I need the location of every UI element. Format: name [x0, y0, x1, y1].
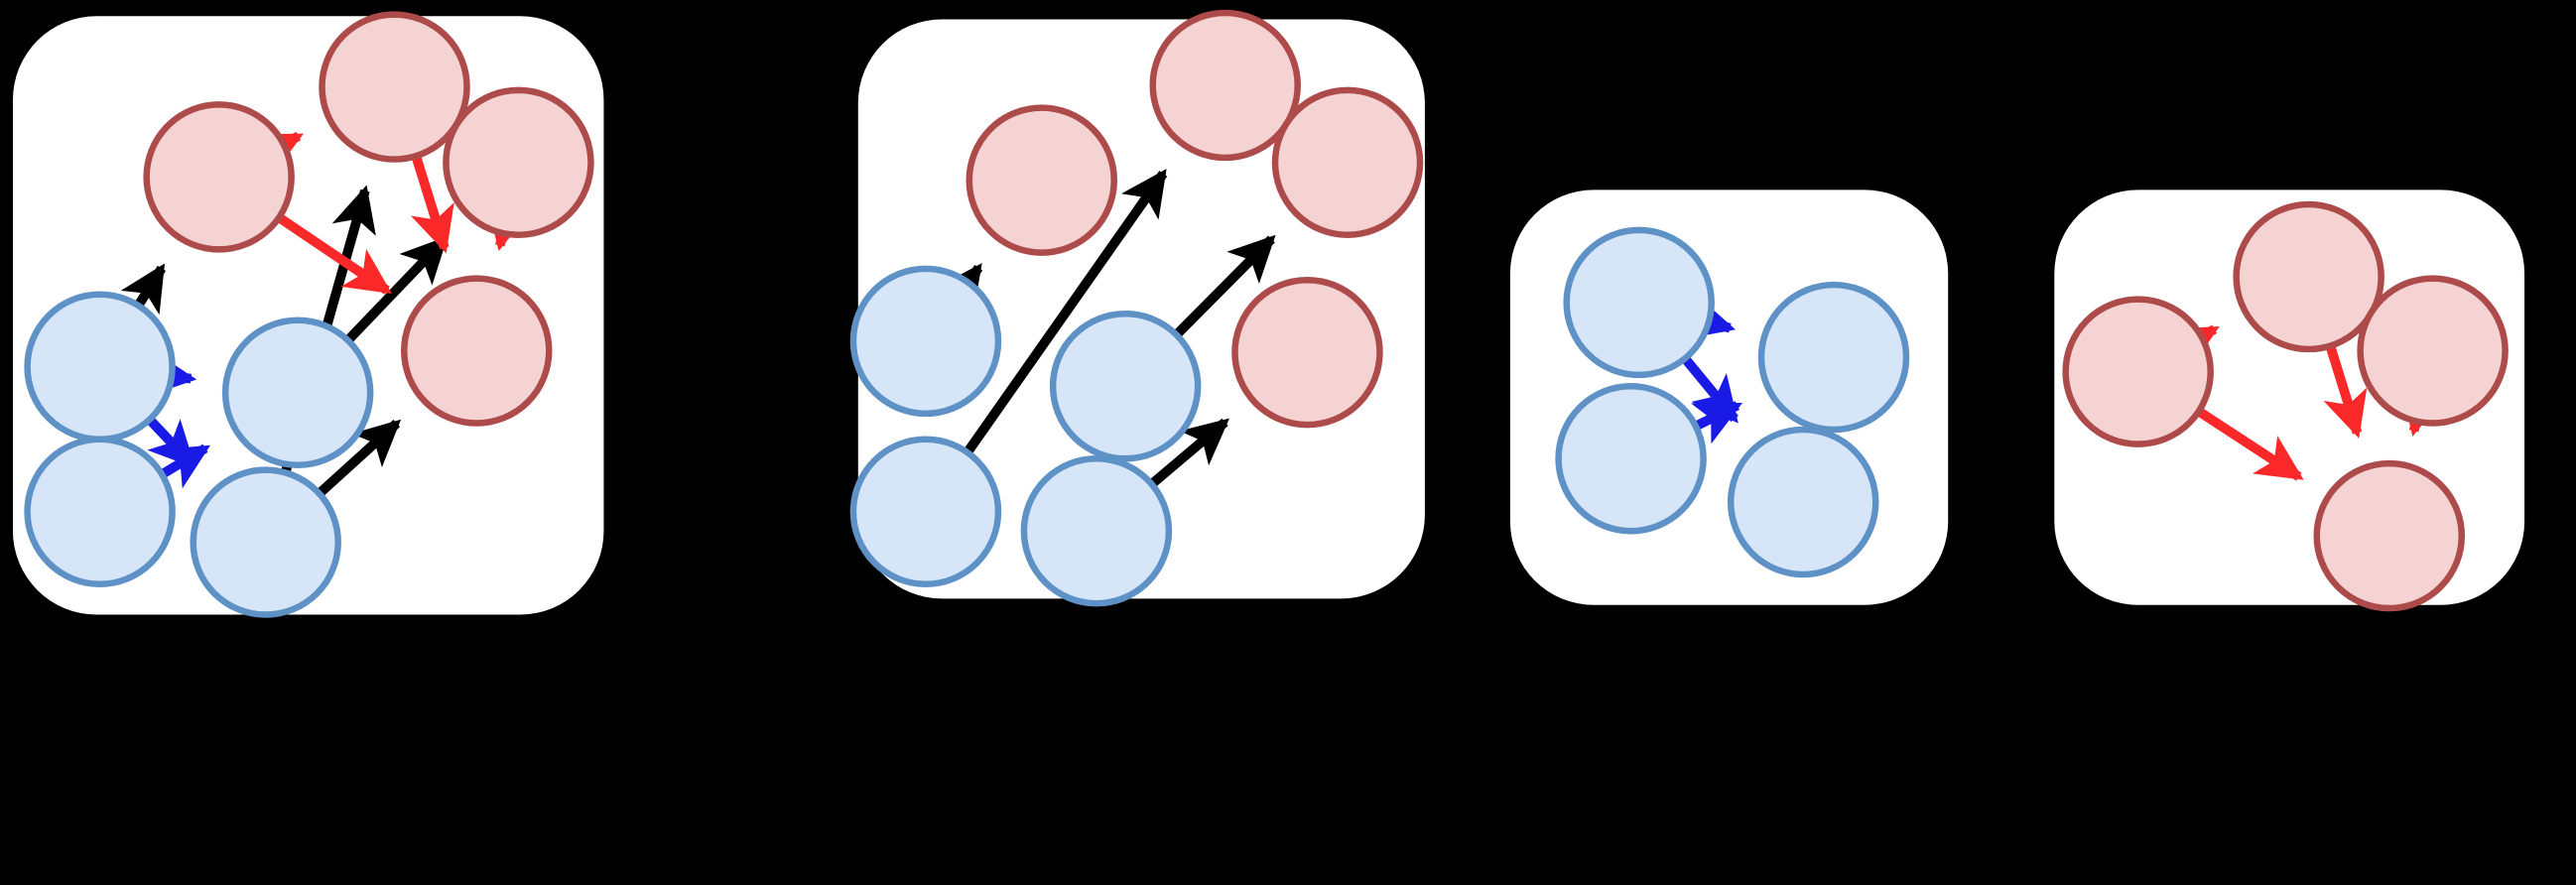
cross-edges-only-panel [849, 9, 1425, 607]
node-blue-b1[interactable] [849, 265, 1002, 418]
edge-blue-b2-to-b3 [159, 443, 211, 489]
edge-blue-b1-to-b3 [1684, 295, 1736, 339]
node-blue-b3[interactable] [221, 316, 374, 468]
node-red-r2[interactable] [319, 11, 470, 163]
node-red-r3[interactable] [1271, 86, 1424, 239]
node-red-r3[interactable] [2357, 275, 2509, 427]
edge-red-r2-to-r4 [410, 156, 454, 254]
edge-red-r1-to-r2 [251, 131, 305, 176]
edge-black-b4-to-r4 [317, 419, 402, 496]
edge-red-r1-to-r4 [277, 214, 392, 295]
edge-black-b1-to-r1 [936, 263, 983, 315]
edge-black-b3-to-r3 [345, 236, 449, 343]
node-red-r3[interactable] [443, 86, 594, 239]
edge-black-b2-to-r2 [964, 169, 1168, 454]
node-layer [2062, 200, 2509, 612]
node-blue-b3[interactable] [1049, 311, 1202, 462]
edge-red-r3-to-r4 [486, 200, 532, 252]
node-layer [24, 11, 594, 618]
edge-red-r2-to-r4 [2323, 345, 2368, 439]
edge-blue-b2-to-b3 [1690, 401, 1743, 444]
node-blue-b4[interactable] [190, 466, 341, 618]
edge-layer [1682, 295, 1743, 444]
blue-subgraph-panel [1509, 190, 1949, 605]
edge-blue-b1-to-b3 [147, 350, 197, 397]
node-red-r1[interactable] [143, 101, 295, 253]
node-red-r4[interactable] [1231, 276, 1383, 429]
node-blue-b2[interactable] [1555, 382, 1707, 535]
edge-red-r1-to-r4 [2197, 408, 2304, 481]
node-red-r4[interactable] [401, 275, 553, 427]
node-red-r4[interactable] [2313, 459, 2466, 612]
edge-black-b1-to-r1 [120, 263, 167, 316]
full-bipartite-graph-panel [12, 11, 604, 618]
node-blue-b3[interactable] [1757, 281, 1910, 434]
node-blue-b4[interactable] [1020, 454, 1173, 607]
node-blue-b1[interactable] [1563, 226, 1715, 379]
node-red-r1[interactable] [966, 104, 1118, 256]
edge-black-b3-to-r3 [1174, 234, 1276, 337]
node-red-r2[interactable] [2233, 200, 2384, 353]
red-subgraph-panel [2054, 190, 2525, 612]
node-blue-b2[interactable] [849, 436, 1002, 587]
node-blue-b4[interactable] [1727, 426, 1879, 578]
edge-red-r1-to-r2 [2167, 324, 2220, 369]
node-layer [1555, 226, 1910, 578]
node-blue-b2[interactable] [24, 436, 176, 587]
node-layer [849, 9, 1424, 607]
edge-black-b4-to-r4 [1149, 418, 1229, 487]
edge-layer [936, 169, 1276, 487]
node-red-r2[interactable] [1149, 9, 1301, 162]
node-blue-b1[interactable] [24, 291, 176, 442]
node-red-r1[interactable] [2062, 296, 2214, 447]
